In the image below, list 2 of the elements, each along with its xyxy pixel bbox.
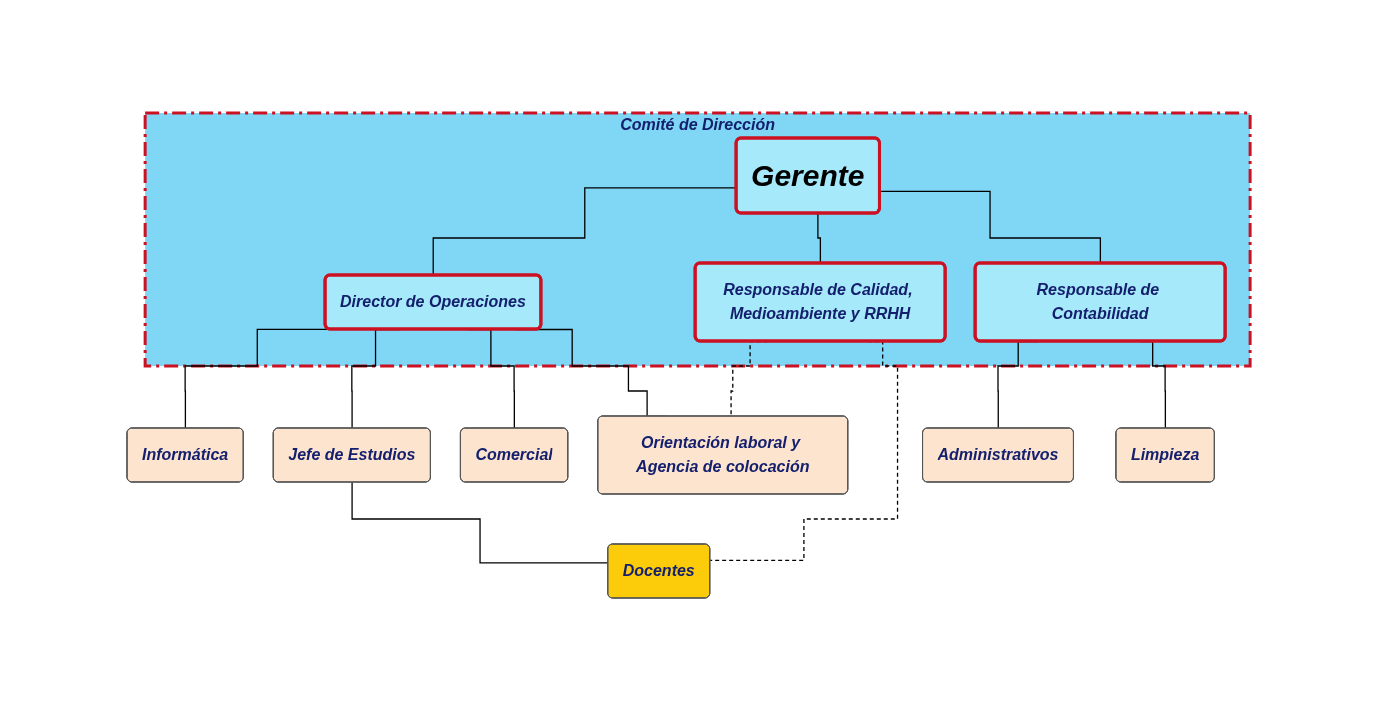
connector	[351, 481, 609, 564]
connector	[709, 340, 899, 562]
